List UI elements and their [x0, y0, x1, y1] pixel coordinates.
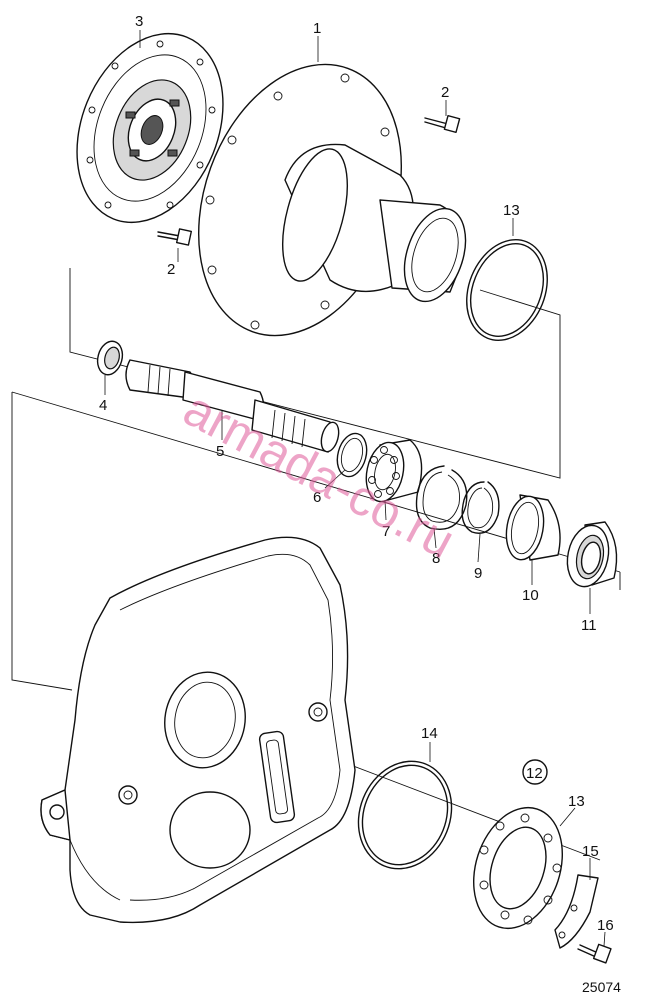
- bolt-part-2-upper: [424, 114, 461, 134]
- callout-2-lower: 2: [167, 261, 175, 278]
- sleeve-part-10: [505, 494, 561, 561]
- callout-6: 6: [313, 489, 321, 506]
- callout-9: 9: [474, 565, 482, 582]
- callout-12: 12: [526, 765, 543, 782]
- callout-11: 11: [581, 617, 597, 634]
- oil-seal-part-11: [566, 521, 618, 588]
- o-ring-part-14: [357, 760, 453, 870]
- callout-14: 14: [421, 725, 438, 742]
- gearbox-housing: [40, 536, 356, 924]
- drawing-number: 25074: [582, 979, 621, 995]
- o-ring-part-13-upper: [466, 239, 548, 341]
- callout-16: 16: [597, 917, 614, 934]
- damper-plate-part-3: [76, 32, 224, 224]
- callout-8: 8: [432, 550, 440, 567]
- callout-5: 5: [216, 443, 224, 460]
- shaft-part-5: [125, 359, 340, 453]
- leader-lines: [104, 30, 606, 947]
- callout-2-upper: 2: [441, 84, 449, 101]
- bolt-part-16: [577, 943, 612, 964]
- callout-13-upper: 13: [503, 202, 520, 219]
- callout-3: 3: [135, 13, 143, 30]
- bolt-part-2-lower: [157, 228, 193, 246]
- callout-10: 10: [522, 587, 539, 604]
- circlip-part-8: [415, 465, 468, 530]
- callout-15: 15: [582, 843, 599, 860]
- callout-4: 4: [99, 397, 107, 414]
- callout-7: 7: [382, 523, 390, 540]
- callout-13-lower: 13: [568, 793, 585, 810]
- snap-ring-part-6: [336, 432, 368, 478]
- callouts: 1 2 3 2 13 4 5 6 7 8 9 10 11 14 12 13 15…: [99, 13, 621, 995]
- lock-plate-part-15: [554, 874, 599, 949]
- seal-ring-part-4: [96, 340, 124, 376]
- flange-ring-part-13-lower: [472, 806, 564, 930]
- callout-12-circle: [522, 759, 548, 785]
- callout-1: 1: [313, 20, 321, 37]
- flange-housing-part-1: [197, 63, 467, 337]
- retaining-ring-part-9: [461, 481, 500, 534]
